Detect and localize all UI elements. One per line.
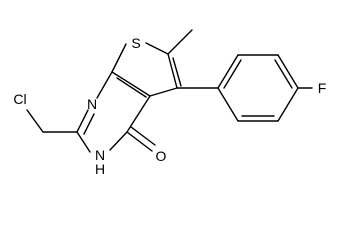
bond-c2-n3 <box>76 131 91 153</box>
atom-label-sulfur: S <box>131 35 140 51</box>
bond-c4-o <box>126 131 153 152</box>
bond-c7a-c4a-double <box>116 77 147 98</box>
bond-c7a-c4a <box>111 71 151 97</box>
bond-s-c6 <box>145 42 169 55</box>
bond-ph1-ph2 <box>217 54 239 89</box>
bond-ph4-ph5 <box>277 87 299 122</box>
atom-label-chlorine: Cl <box>13 91 26 107</box>
bond-ph1-ph2-inner <box>223 59 242 89</box>
bond-c6-c5-double <box>172 57 182 87</box>
bond-ph3-ph4 <box>277 54 299 89</box>
atom-label-fluorine: F <box>318 80 327 96</box>
atom-label-oxygen: O <box>156 148 167 164</box>
molecule-diagram: S N N H O Cl F <box>13 29 327 177</box>
bond-ph6-ph1 <box>217 87 239 122</box>
thiophene-ring <box>111 42 182 97</box>
bond-ch2-cl <box>26 109 44 133</box>
chloromethyl-group <box>26 109 78 133</box>
bond-s-c7a <box>111 43 127 73</box>
bond-n1-c2 <box>76 109 89 133</box>
atom-label-nitrogen-ring: N <box>87 96 97 112</box>
pyrimidine-ring <box>76 71 156 153</box>
bond-c4-c4a <box>126 95 151 133</box>
atom-label-nh-nitrogen: N <box>95 147 105 163</box>
bond-ph3-ph4-inner <box>274 59 293 89</box>
bond-c4-o-double <box>130 126 156 146</box>
bond-n1-c2-double <box>83 113 95 135</box>
fluorophenyl-ring <box>176 54 313 122</box>
bond-n3-c4 <box>109 131 128 151</box>
structure-drawing: S N N H O Cl F <box>13 29 327 177</box>
bond-c5-c4a <box>149 87 178 97</box>
bond-c7a-n1 <box>96 71 113 99</box>
bond-c6-methyl <box>167 29 193 55</box>
atom-label-nh-hydrogen: H <box>95 161 105 177</box>
bond-c6-c5 <box>167 53 178 89</box>
